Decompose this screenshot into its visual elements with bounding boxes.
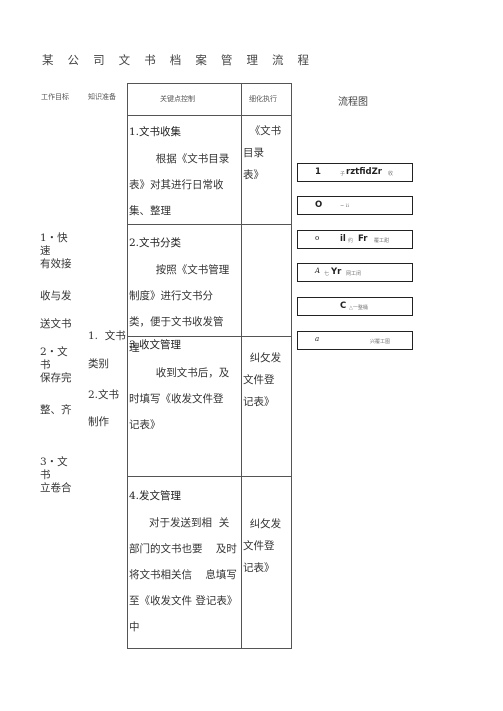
goal-1-cont-2: 送文书 (40, 318, 72, 330)
goal-2: 2・文 书 保存完 (40, 346, 72, 384)
knowledge-2: 2.文书 (88, 389, 120, 401)
goal-1-cont-1: 收与发 (40, 290, 72, 302)
row1-body: 根据《文书目录 表》对其进行日常收 集、整理 (129, 153, 230, 217)
row3-exec: 纠攵发 文件登 记表》 (243, 352, 282, 408)
row2-body: 按照《文书管理 制度》进行文书分 类，便于文书收发管 理 (129, 264, 230, 354)
header-knowledge: 知识准备 (88, 93, 116, 101)
knowledge-1: 1. 文书 (88, 330, 126, 342)
goal-1: 1・快 速 有效接 (40, 232, 72, 270)
knowledge-1-cont: 类别 (88, 358, 109, 370)
flow-step-3: o il 约 Fr 覆工甜 (297, 230, 413, 249)
flow-step-6: a 兴覆工图 (297, 331, 413, 350)
row3-body: 收到文书后，及 时填写《收发文件登 记表》 (129, 367, 230, 431)
goal-3: 3・文 书 立卷合 (40, 456, 72, 494)
flow-step-1: 1 子 rztfidZr 收 (297, 163, 413, 182)
header-goal: 工作目标 (41, 93, 69, 101)
header-control: 关键点控制 (160, 95, 195, 103)
row4-title: 4.发文管理 (129, 490, 182, 502)
row4-exec: 纠攵发 文件登 记表》 (243, 518, 282, 574)
knowledge-2-cont: 制作 (88, 416, 109, 428)
flow-step-5: C △一整桶 (297, 297, 413, 316)
flow-step-2: O ~ ii (297, 196, 413, 215)
header-exec: 细化执行 (249, 95, 277, 103)
row1-title: 1.文书收集 (129, 126, 182, 138)
row2-title: 2.文书分类 (129, 237, 182, 249)
row3-title: 3.收文管理 (129, 339, 182, 351)
document-title: 某 公 司 文 书 档 案 管 理 流 程 (42, 53, 315, 67)
header-flow: 流程图 (338, 97, 368, 108)
row4-body: 对于发送到相 关 部门的文书也要 及时 将文书相关信 息填写 至《收发文件 登记… (129, 517, 238, 633)
flow-step-4: A 七 Yr 网工闭 (297, 263, 413, 282)
row1-exec: 《文书 目录 表》 (243, 125, 282, 181)
goal-2-cont: 整、齐 (40, 404, 72, 416)
